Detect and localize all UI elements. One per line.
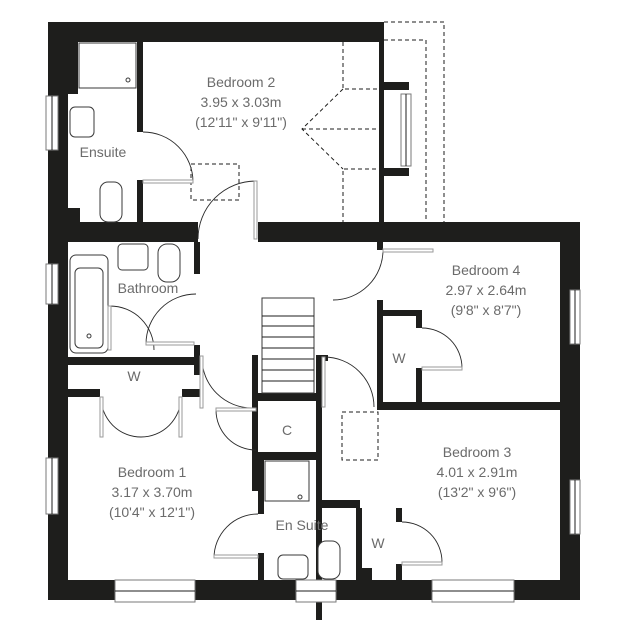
- room-metric: 3.95 x 3.03m: [200, 94, 282, 110]
- loft-hatch: [190, 163, 240, 201]
- room-metric: 2.97 x 2.64m: [445, 282, 527, 298]
- doors[interactable]: [99, 131, 463, 566]
- room-imperial: (9'8" x 8'7"): [450, 302, 522, 318]
- storage-label: C: [281, 422, 293, 438]
- room-metric: 4.01 x 2.91m: [436, 464, 518, 480]
- room-name: Bedroom 4: [451, 262, 521, 278]
- room-imperial: (12'11" x 9'11"): [195, 114, 287, 130]
- staircase[interactable]: [261, 297, 315, 394]
- room-label-bathroom: Bathroom: [118, 278, 179, 298]
- shower-tray-en-suite: [264, 460, 310, 502]
- room-label-ensuite: Ensuite: [80, 142, 127, 162]
- room-label-bedroom-4: Bedroom 4 2.97 x 2.64m (9'8" x 8'7"): [446, 260, 527, 320]
- storage-label: W: [392, 350, 406, 366]
- basin-bathroom: [117, 243, 149, 271]
- room-name: Bedroom 1: [117, 464, 187, 480]
- basin-en-suite: [277, 554, 309, 580]
- room-label-bedroom-1: Bedroom 1 3.17 x 3.70m (10'4" x 12'1"): [109, 462, 195, 522]
- room-label-en-suite: En Suite: [276, 515, 329, 535]
- room-name: Ensuite: [79, 144, 127, 160]
- toilet-ensuite: [99, 181, 123, 223]
- toilet-bathroom: [157, 243, 181, 283]
- room-metric: 3.17 x 3.70m: [111, 484, 193, 500]
- storage-label-wardrobe: W: [127, 366, 140, 386]
- room-name: Bedroom 2: [206, 74, 276, 90]
- room-label-bedroom-2: Bedroom 2 3.95 x 3.03m (12'11" x 9'11"): [195, 72, 287, 132]
- storage-label-wardrobe: W: [371, 533, 384, 553]
- storage-label: W: [127, 368, 141, 384]
- loft-hatch: [341, 411, 379, 461]
- room-imperial: (10'4" x 12'1"): [108, 504, 196, 520]
- storage-label: W: [371, 535, 385, 551]
- storage-label-wardrobe: W: [392, 348, 405, 368]
- toilet-en-suite: [317, 540, 341, 580]
- basin-ensuite: [69, 106, 95, 138]
- room-name: Bedroom 3: [442, 444, 512, 460]
- roof-outline-dashed: [301, 21, 445, 224]
- fixtures: [69, 42, 341, 580]
- windows: [45, 93, 581, 603]
- room-name: Bathroom: [117, 280, 179, 296]
- room-label-bedroom-3: Bedroom 3 4.01 x 2.91m (13'2" x 9'6"): [437, 442, 518, 502]
- room-imperial: (13'2" x 9'6"): [437, 484, 517, 500]
- room-name: En Suite: [275, 517, 329, 533]
- storage-label-cupboard: C: [282, 420, 292, 440]
